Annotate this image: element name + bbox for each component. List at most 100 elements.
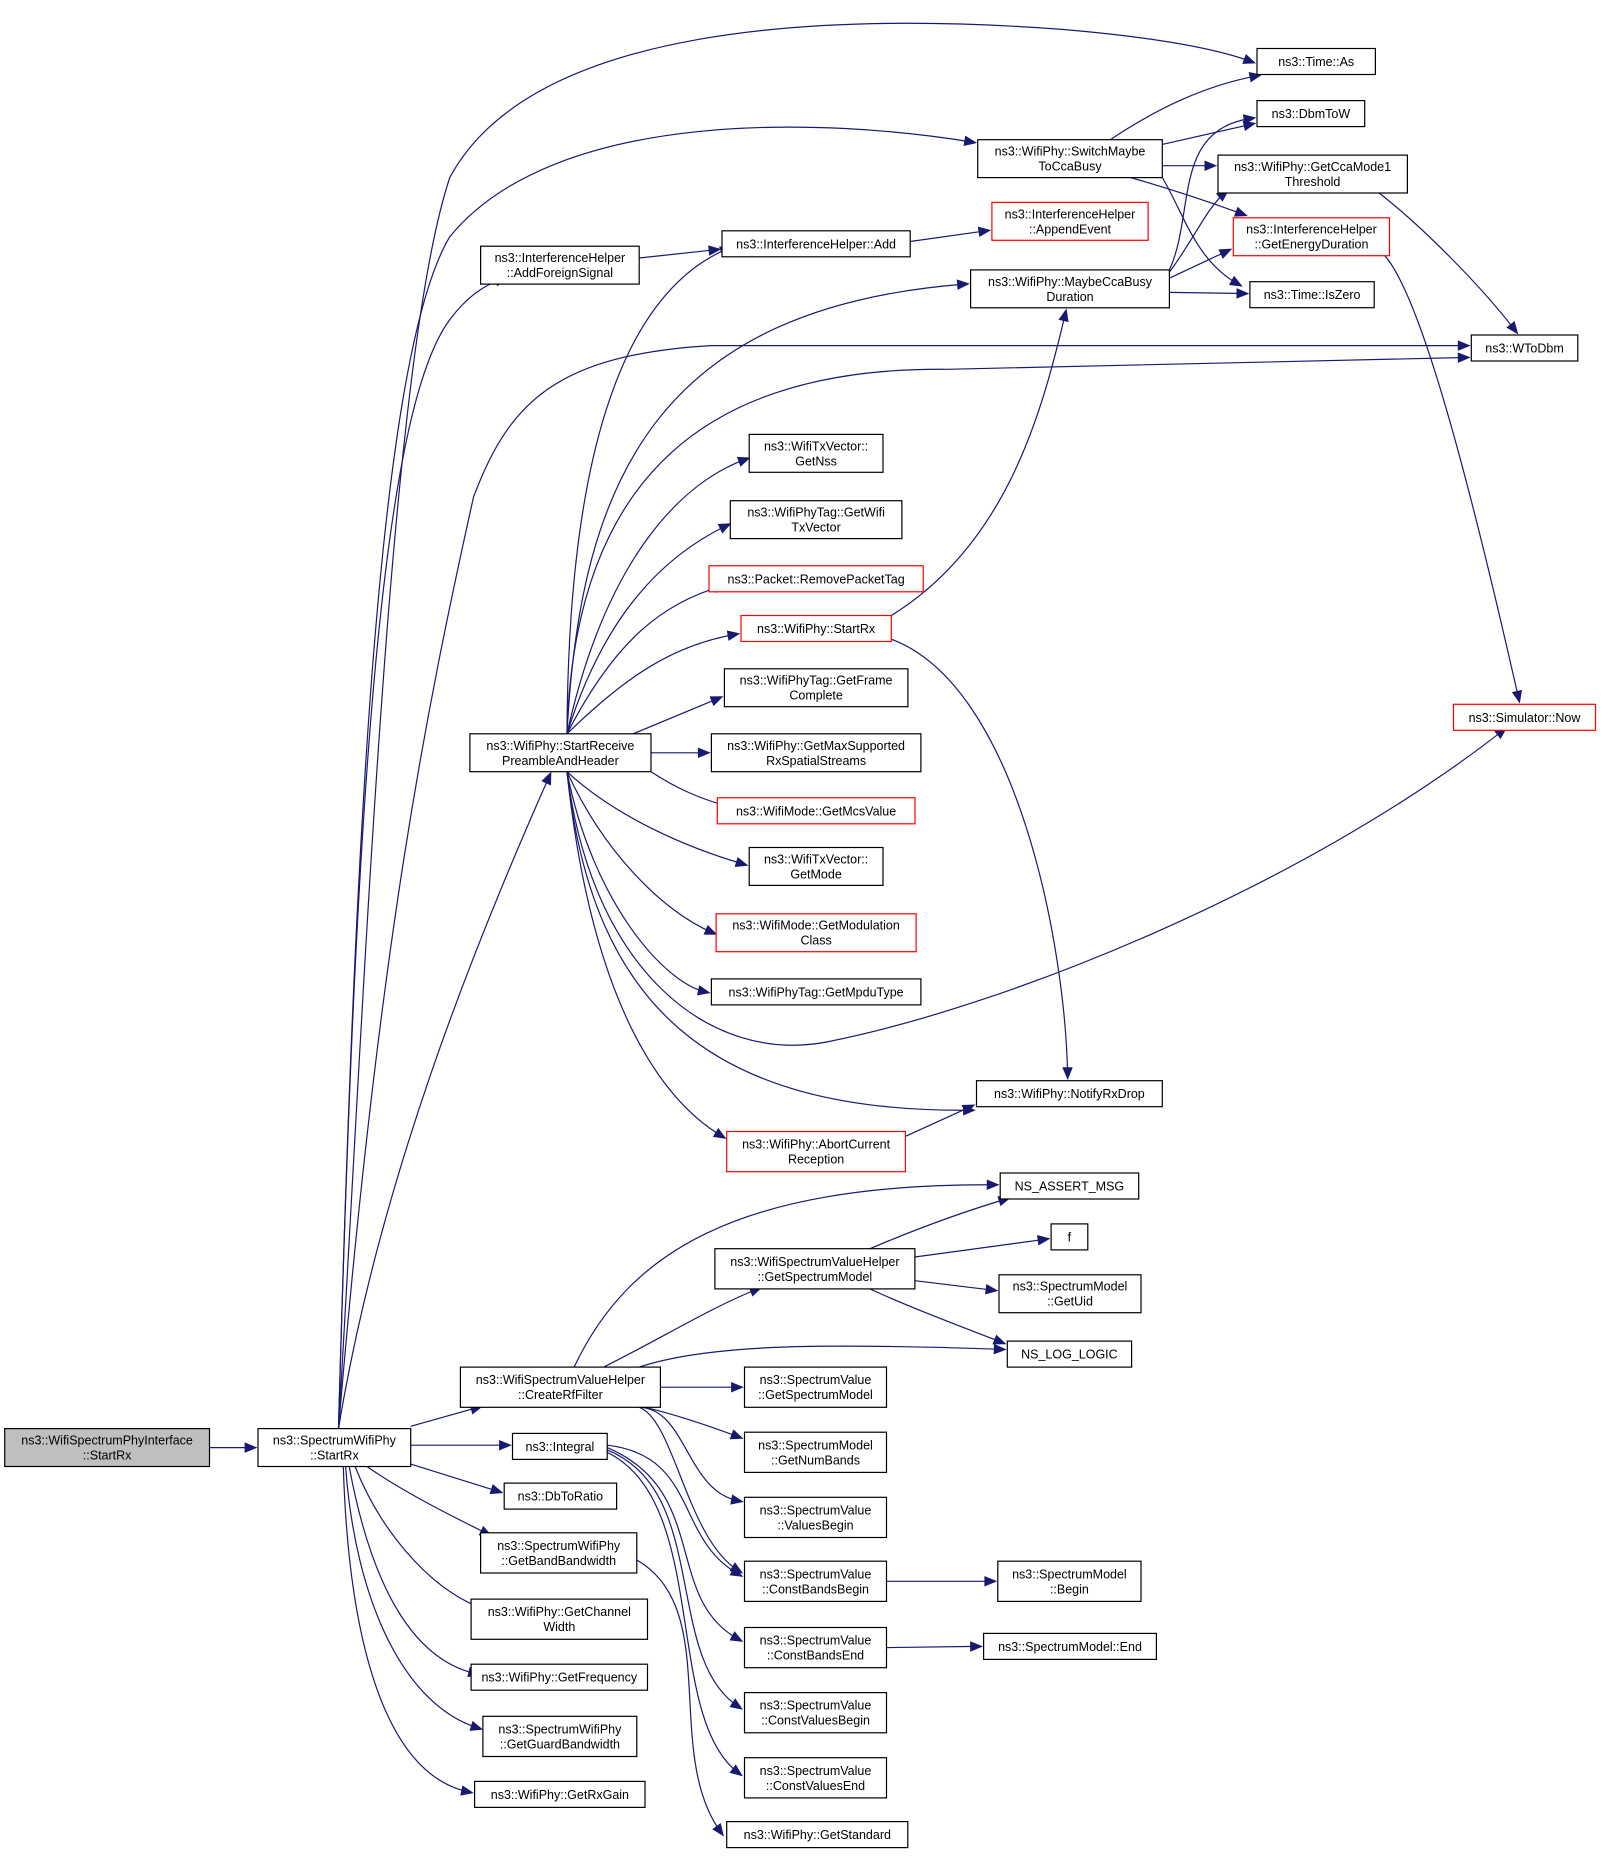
edge-wp_startrx-to-notifydrop [891, 638, 1069, 1075]
node-root: ns3::WifiSpectrumPhyInterface::StartRx [4, 1427, 211, 1468]
arrowhead-switchmaybe-to-getenergy [1233, 206, 1248, 217]
node-constbandsend[interactable]: ns3::SpectrumValue::ConstBandsEnd [743, 1626, 888, 1669]
node-f[interactable]: f [1050, 1223, 1089, 1251]
node-getguard[interactable]: ns3::SpectrumWifiPhy::GetGuardBandwidth [482, 1715, 638, 1758]
node-label: ns3::SpectrumWifiPhy [273, 1434, 397, 1448]
node-getmcs[interactable]: ns3::WifiMode::GetMcsValue [716, 797, 916, 825]
edge-swp_startrx-to-switchmaybe [337, 126, 972, 1429]
edge-swp_startrx-to-time_as [337, 22, 1252, 1429]
node-label: ns3::Integral [526, 1440, 595, 1454]
node-label: ::GetUid [1047, 1295, 1093, 1309]
edge-swp_startrx-to-getchanw [354, 1466, 480, 1608]
node-label: Reception [788, 1153, 844, 1167]
node-constbandsbegin[interactable]: ns3::SpectrumValue::ConstBandsBegin [743, 1560, 888, 1602]
node-getnss[interactable]: ns3::WifiTxVector::GetNss [748, 433, 884, 473]
edge-switchmaybe-to-iszero [1161, 177, 1239, 285]
node-label: ::GetBandBandwidth [501, 1554, 616, 1568]
node-dbtoratio[interactable]: ns3::DbToRatio [503, 1482, 618, 1510]
node-iszero[interactable]: ns3::Time::IsZero [1249, 281, 1375, 309]
node-box [482, 1715, 638, 1758]
node-time_as[interactable]: ns3::Time::As [1256, 47, 1377, 76]
node-notifydrop[interactable]: ns3::WifiPhy::NotifyRxDrop [975, 1080, 1163, 1108]
node-removetag[interactable]: ns3::Packet::RemovePacketTag [708, 565, 924, 593]
node-dbmtow[interactable]: ns3::DbmToW [1256, 99, 1366, 128]
arrowhead-startreceive-to-getmode [734, 856, 749, 867]
arrowhead-wp_startrx-to-notifydrop [1062, 1067, 1073, 1081]
node-nslog[interactable]: NS_LOG_LOGIC [1006, 1340, 1133, 1368]
node-label: Threshold [1285, 175, 1341, 189]
node-label: ns3::InterferenceHelper::Add [736, 237, 896, 251]
node-constvaluesend[interactable]: ns3::SpectrumValue::ConstValuesEnd [743, 1757, 888, 1799]
node-label: ::GetGuardBandwidth [500, 1737, 620, 1751]
node-getnumbands[interactable]: ns3::SpectrumModel::GetNumBands [743, 1431, 888, 1473]
node-createrf[interactable]: ns3::WifiSpectrumValueHelper::CreateRfFi… [459, 1366, 661, 1408]
node-getmaxsup[interactable]: ns3::WifiPhy::GetMaxSupportedRxSpatialSt… [710, 733, 922, 773]
edge-wp_startrx-to-maybecca [890, 313, 1066, 617]
node-getfreq[interactable]: ns3::WifiPhy::GetFrequency [470, 1663, 649, 1691]
edge-abortcur-to-notifydrop [905, 1106, 971, 1137]
node-label: ns3::WifiPhy::GetCcaMode1 [1234, 160, 1391, 174]
arrowhead-createrf-to-nslog [993, 1343, 1007, 1355]
edge-swp_startrx-to-getguard [345, 1466, 479, 1729]
node-addforeign[interactable]: ns3::InterferenceHelper::AddForeignSigna… [480, 245, 640, 285]
node-constvaluesbegin[interactable]: ns3::SpectrumValue::ConstValuesBegin [743, 1691, 888, 1734]
node-wp_startrx[interactable]: ns3::WifiPhy::StartRx [740, 614, 892, 643]
node-startreceive[interactable]: ns3::WifiPhy::StartReceivePreambleAndHea… [469, 733, 652, 773]
node-simnow[interactable]: ns3::Simulator::Now [1452, 703, 1597, 731]
arrowhead-swp_startrx-to-time_as [1242, 54, 1257, 64]
node-sv_getmodel[interactable]: ns3::SpectrumValue::GetSpectrumModel [743, 1366, 888, 1408]
node-wtodbm[interactable]: ns3::WToDbm [1470, 334, 1579, 362]
node-nsassert[interactable]: NS_ASSERT_MSG [999, 1172, 1140, 1200]
node-getenergy[interactable]: ns3::InterferenceHelper::GetEnergyDurati… [1232, 217, 1391, 257]
edge-getenergy-to-simnow [1384, 255, 1520, 699]
arrowhead-maybecca-to-getenergy [1218, 248, 1233, 259]
node-label: ns3::WifiPhyTag::GetMpduType [729, 985, 904, 999]
node-label: ::GetSpectrumModel [758, 1270, 873, 1284]
node-box [748, 846, 884, 887]
node-valuesbegin[interactable]: ns3::SpectrumValue::ValuesBegin [743, 1496, 888, 1539]
node-ih_add[interactable]: ns3::InterferenceHelper::Add [721, 230, 911, 258]
node-swp_startrx[interactable]: ns3::SpectrumWifiPhy::StartRx [257, 1427, 412, 1468]
node-box [991, 201, 1149, 241]
node-label: ::ConstValuesBegin [761, 1714, 870, 1728]
node-label: ns3::WifiPhy::MaybeCcaBusy [988, 275, 1153, 289]
node-box [998, 1274, 1142, 1314]
edge-maybecca-to-getenergy [1169, 250, 1228, 279]
node-integral[interactable]: ns3::Integral [511, 1432, 608, 1461]
node-label: ns3::SpectrumModel::End [998, 1640, 1142, 1654]
arrowhead-integral-to-constvaluesbegin [729, 1698, 744, 1710]
arrowhead-createrf-to-sv_getmodel [731, 1381, 744, 1393]
node-label: ns3::WifiPhyTag::GetWifi [747, 506, 885, 520]
node-label: ns3::WifiPhy::StartReceive [486, 739, 634, 753]
node-getbandbw[interactable]: ns3::SpectrumWifiPhy::GetBandBandwidth [480, 1532, 638, 1574]
edge-swp_startrx-to-getrxgain [342, 1466, 469, 1793]
node-getrxgain[interactable]: ns3::WifiPhy::GetRxGain [474, 1780, 646, 1809]
node-wsvh_getmodel[interactable]: ns3::WifiSpectrumValueHelper::GetSpectru… [714, 1248, 916, 1290]
node-box [743, 1496, 888, 1539]
node-box [257, 1427, 412, 1468]
node-sm_begin[interactable]: ns3::SpectrumModel::Begin [997, 1560, 1142, 1602]
arrowhead-swp_startrx-to-switchmaybe [963, 135, 978, 146]
node-box [743, 1366, 888, 1408]
edge-integral-to-constvaluesend [606, 1451, 739, 1774]
node-getmpdu[interactable]: ns3::WifiPhyTag::GetMpduType [710, 978, 922, 1006]
node-sm_end[interactable]: ns3::SpectrumModel::End [982, 1632, 1157, 1661]
arrowhead-startreceive-to-getframe [709, 696, 724, 707]
node-appendevent[interactable]: ns3::InterferenceHelper::AppendEvent [991, 201, 1149, 241]
node-label: ns3::WifiTxVector:: [764, 852, 868, 866]
edge-startreceive-to-ih_add [566, 248, 729, 734]
edge-createrf-to-nsassert [573, 1184, 995, 1368]
node-getstandard[interactable]: ns3::WifiPhy::GetStandard [726, 1820, 909, 1849]
node-box [726, 1130, 907, 1173]
node-getmode[interactable]: ns3::WifiTxVector::GetMode [748, 846, 884, 887]
node-label: ns3::InterferenceHelper [1005, 207, 1136, 221]
node-sm_getuid[interactable]: ns3::SpectrumModel::GetUid [998, 1274, 1142, 1314]
